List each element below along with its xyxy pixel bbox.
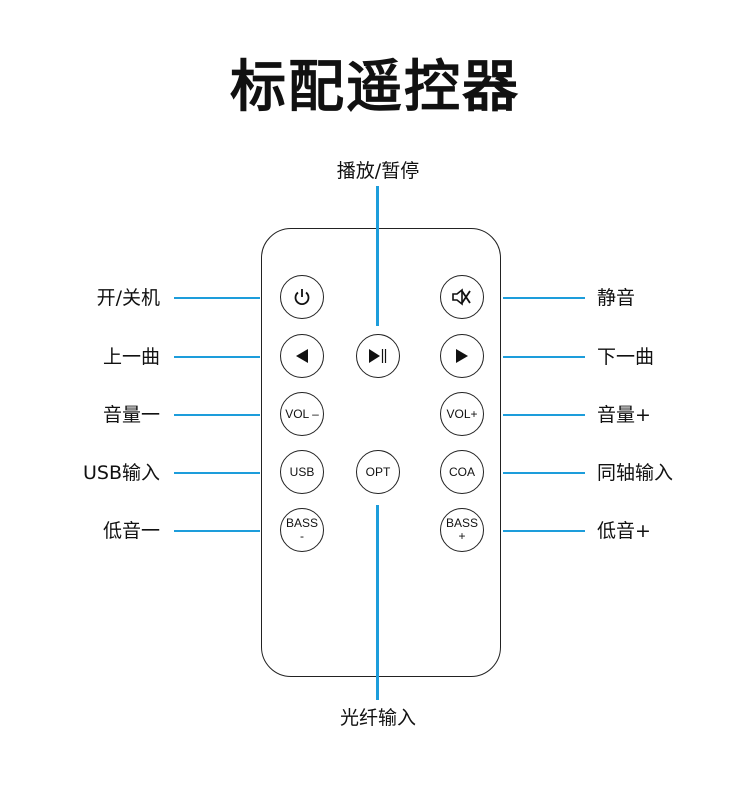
- volume-down-button[interactable]: VOL –: [280, 392, 324, 436]
- leader-line: [503, 356, 585, 358]
- volume-up-text: VOL+: [446, 406, 478, 421]
- bass-text: BASS: [445, 516, 478, 530]
- label-next: 下一曲: [597, 346, 655, 368]
- next-button[interactable]: [440, 334, 484, 378]
- label-optical-input: 光纤输入: [339, 707, 416, 729]
- play-pause-icon: [369, 349, 387, 363]
- leader-line: [174, 472, 260, 474]
- mute-icon: [452, 288, 471, 306]
- volume-down-text: VOL –: [285, 406, 319, 421]
- label-power: 开/关机: [96, 287, 160, 309]
- label-usb-input: USB输入: [82, 462, 160, 484]
- minus-text: -: [300, 529, 304, 543]
- leader-line: [503, 297, 585, 299]
- leader-line: [174, 530, 260, 532]
- leader-line: [174, 414, 260, 416]
- leader-line-bottom: [376, 505, 379, 700]
- volume-up-button[interactable]: VOL+: [440, 392, 484, 436]
- label-bass-down: 低音一: [102, 520, 160, 542]
- remote-control-outline: [261, 228, 501, 677]
- page-title: 标配遥控器: [230, 55, 520, 120]
- opt-text: OPT: [365, 464, 391, 479]
- label-bass-up: 低音+: [597, 520, 651, 542]
- triangle-right-icon: [456, 349, 468, 363]
- bass-down-button[interactable]: BASS-: [280, 508, 324, 552]
- label-volume-down: 音量一: [102, 404, 160, 426]
- leader-line: [503, 414, 585, 416]
- plus-text: +: [458, 529, 466, 543]
- mute-button[interactable]: [440, 275, 484, 319]
- label-mute: 静音: [597, 287, 636, 309]
- coa-text: COA: [448, 464, 475, 479]
- label-coaxial-input: 同轴输入: [597, 462, 674, 484]
- leader-line: [503, 472, 585, 474]
- label-volume-up: 音量+: [597, 404, 651, 426]
- coaxial-button[interactable]: COA: [440, 450, 484, 494]
- optical-button[interactable]: OPT: [356, 450, 400, 494]
- leader-line: [174, 297, 260, 299]
- leader-line: [174, 356, 260, 358]
- play-pause-button[interactable]: [356, 334, 400, 378]
- usb-button[interactable]: USB: [280, 450, 324, 494]
- triangle-left-icon: [296, 349, 308, 363]
- bass-up-button[interactable]: BASS+: [440, 508, 484, 552]
- leader-line-top: [376, 186, 379, 326]
- label-play-pause: 播放/暂停: [336, 160, 420, 182]
- power-button[interactable]: [280, 275, 324, 319]
- bass-text: BASS: [285, 516, 318, 530]
- leader-line: [503, 530, 585, 532]
- previous-button[interactable]: [280, 334, 324, 378]
- label-previous: 上一曲: [102, 346, 160, 368]
- power-icon: [294, 289, 310, 306]
- usb-text: USB: [289, 464, 315, 479]
